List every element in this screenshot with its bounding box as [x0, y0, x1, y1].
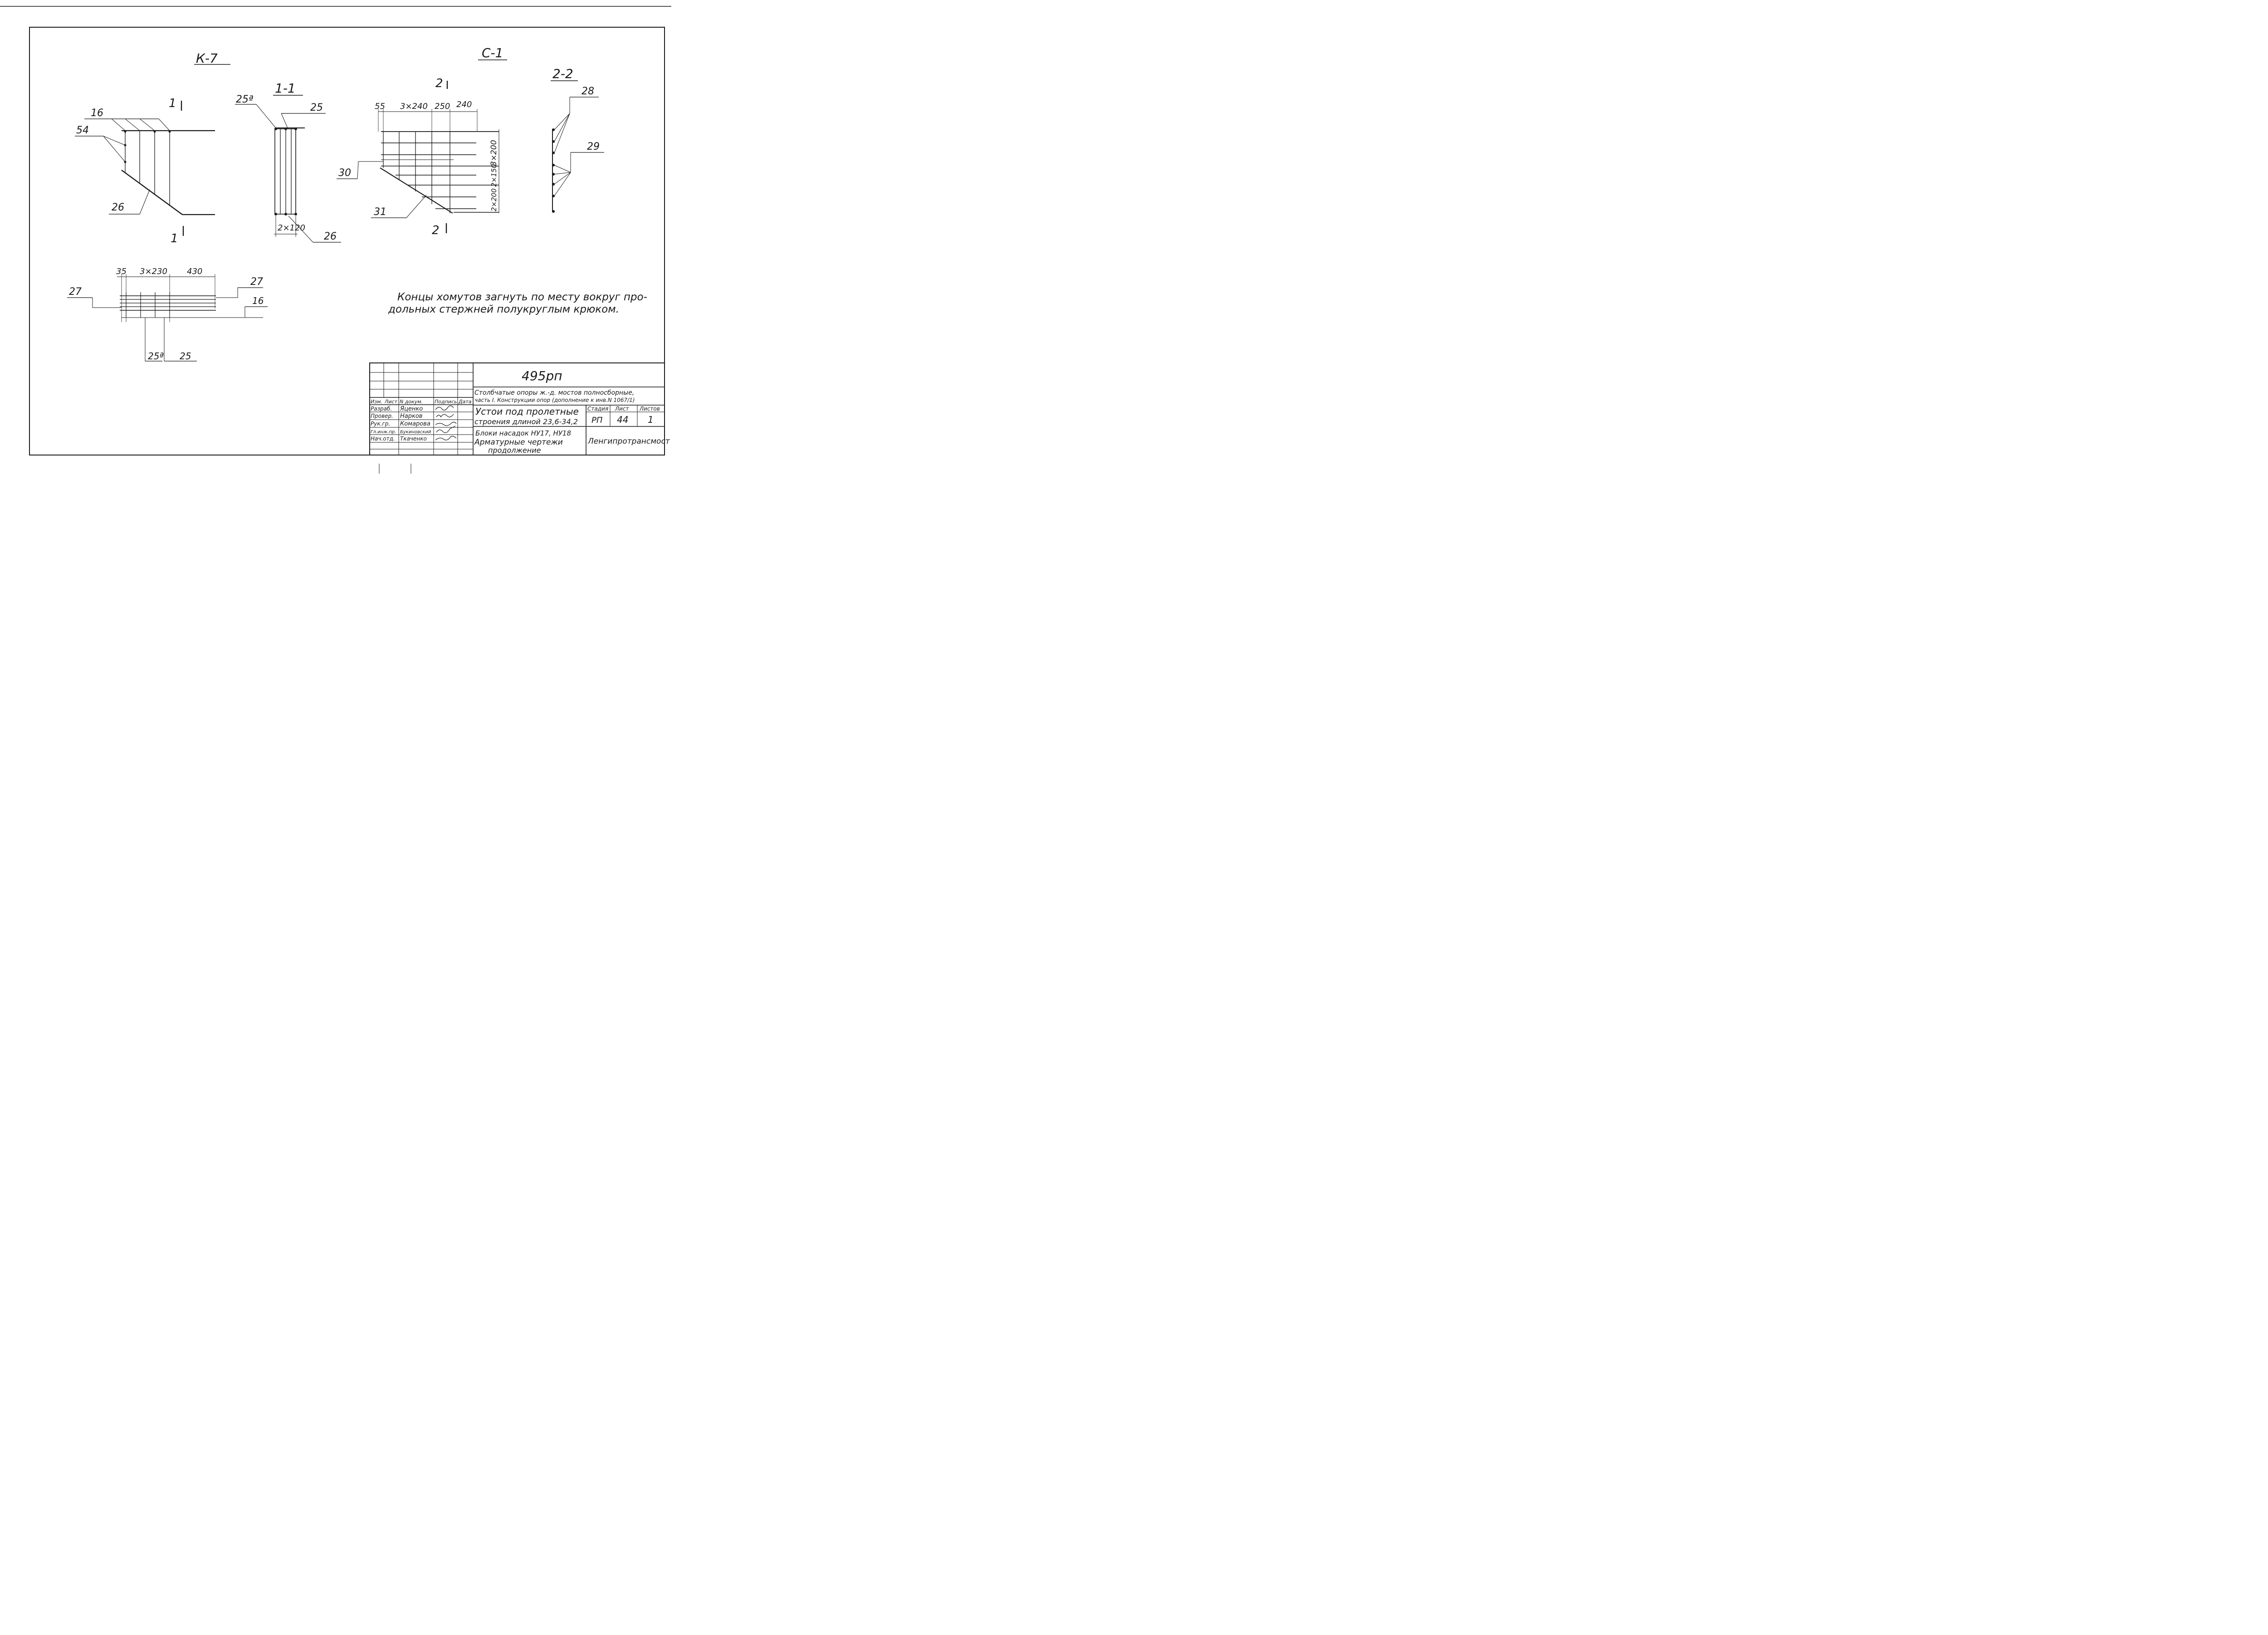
note-line-1: Концы хомутов загнуть по месту вокруг пр… [397, 291, 647, 303]
stamp-role: Рук.гр. [371, 421, 390, 427]
s11-label-26: 26 [324, 231, 337, 242]
stamp-subtitle-line-1: Блоки насадок НУ17, НУ18 [475, 429, 571, 437]
stamp-col-sign: Подпись [435, 399, 457, 405]
stamp-stage-label: Стадия [587, 406, 608, 412]
stamp-name: Яценко [400, 406, 423, 412]
stamp-col-list: Лист [384, 399, 397, 405]
stamp-col-date: Дата [458, 399, 472, 405]
c1-section-mark-bottom: 2 [432, 224, 440, 237]
stamp-title-line-2: строения длиной 23,6-34,2 [474, 417, 578, 426]
signature-scribble [435, 421, 457, 426]
stamp-project-line-1: Столбчатые опоры ж.-д. мостов полносборн… [474, 389, 634, 397]
note-line-2: дольных стержней полукруглым крюком. [388, 304, 619, 315]
c1-dim-3x240: 3×240 [400, 102, 428, 111]
title-block: Изм. Лист N докум. Подпись Дата Разраб. … [369, 362, 670, 455]
stamp-sheets-value: 1 [648, 414, 654, 425]
s11-label-25: 25 [310, 102, 323, 113]
k7-title: К-7 [196, 51, 218, 66]
stamp-subtitle-line-3: продолжение [488, 446, 541, 455]
s11-label-25a: 25ª [236, 94, 253, 105]
c1-dim-2x150: 2×150 [490, 164, 498, 187]
k7-section-mark-bottom: 1 [171, 232, 178, 245]
c1-dim-55: 55 [375, 102, 385, 111]
k7-bar-dot [124, 130, 127, 133]
stamp-project-line-2: часть I. Конструкции опор (дополнение к … [474, 397, 635, 403]
c1-dim-240: 240 [456, 100, 472, 109]
stamp-name: Ткаченко [400, 436, 427, 442]
stamp-name: Комарова [400, 421, 430, 427]
signature-scribble [435, 405, 454, 411]
plan-label-27-right: 27 [250, 276, 263, 288]
c1-dim-3x200: 3×200 [489, 140, 499, 166]
stamp-role: Провер. [371, 413, 393, 419]
drawing-frame [29, 27, 665, 455]
plan-dim-3x230: 3×230 [140, 267, 167, 276]
plan-label-25a: 25ª [148, 351, 164, 362]
signature-scribble [435, 436, 457, 441]
s11-dim-2x120: 2×120 [278, 223, 305, 233]
stamp-subtitle-line-2: Арматурные чертежи [474, 438, 563, 447]
plan-label-16: 16 [252, 295, 264, 306]
stamp-role: Гл.инж.пр. [371, 430, 396, 435]
s11-title: 1-1 [275, 81, 296, 96]
stamp-col-ndoc: N докум. [400, 399, 423, 405]
signature-scribble [436, 426, 456, 433]
signature-scribble [436, 414, 454, 418]
k7-sloped-bar [121, 170, 183, 215]
note: Концы хомутов загнуть по месту вокруг пр… [388, 291, 647, 315]
k7-bar-dot [153, 130, 156, 133]
view-plan: 35 3×230 430 27 27 16 [67, 267, 268, 362]
k7-label-54: 54 [76, 125, 89, 136]
stamp-role: Нач.отд. [371, 436, 395, 442]
stamp-sheet-label: Лист [615, 406, 629, 412]
k7-bar-dot [168, 130, 171, 133]
plan-dim-35: 35 [116, 267, 127, 276]
c1-section-mark-top: 2 [435, 77, 443, 90]
stamp-sheet-value: 44 [617, 414, 628, 425]
s22-title: 2-2 [552, 66, 573, 81]
k7-label-16: 16 [91, 108, 103, 119]
stamp-col-izm: Изм. [371, 399, 382, 405]
plan-label-25: 25 [180, 351, 191, 362]
plan-dim-430: 430 [187, 267, 202, 276]
s11-stirrup-outline [274, 128, 296, 215]
view-section-1-1: 1-1 25ª 25 2×120 26 [235, 81, 341, 243]
c1-label-30: 30 [338, 167, 351, 179]
view-c1: С-1 2 2 55 3×240 250 240 [337, 45, 507, 237]
stamp-code: 495рп [522, 368, 562, 383]
view-section-2-2: 2-2 28 29 [551, 66, 604, 213]
k7-section-mark-top: 1 [169, 97, 176, 110]
view-k7: К-7 1 1 16 54 2 [75, 51, 230, 245]
stamp-org: Ленгипротрансмост [587, 437, 670, 446]
c1-dim-250: 250 [435, 102, 450, 111]
s22-label-28: 28 [582, 86, 594, 97]
stamp-name: Нарков [400, 413, 422, 420]
c1-title: С-1 [482, 45, 503, 60]
s22-label-29: 29 [587, 141, 600, 152]
stamp-sheets-label: Листов [639, 406, 660, 412]
drawing-sheet: К-7 1 1 16 54 2 [0, 6, 671, 474]
stamp-name: Букиновский [400, 430, 431, 435]
c1-label-31: 31 [374, 206, 386, 218]
stamp-role: Разраб. [371, 406, 392, 412]
stamp-stage-value: РП [591, 416, 603, 425]
c1-dim-2x200: 2×200 [490, 188, 498, 211]
stamp-title-line-1: Устои под пролетные [475, 406, 579, 417]
plan-label-27-left: 27 [69, 286, 82, 298]
k7-label-26: 26 [112, 202, 124, 213]
